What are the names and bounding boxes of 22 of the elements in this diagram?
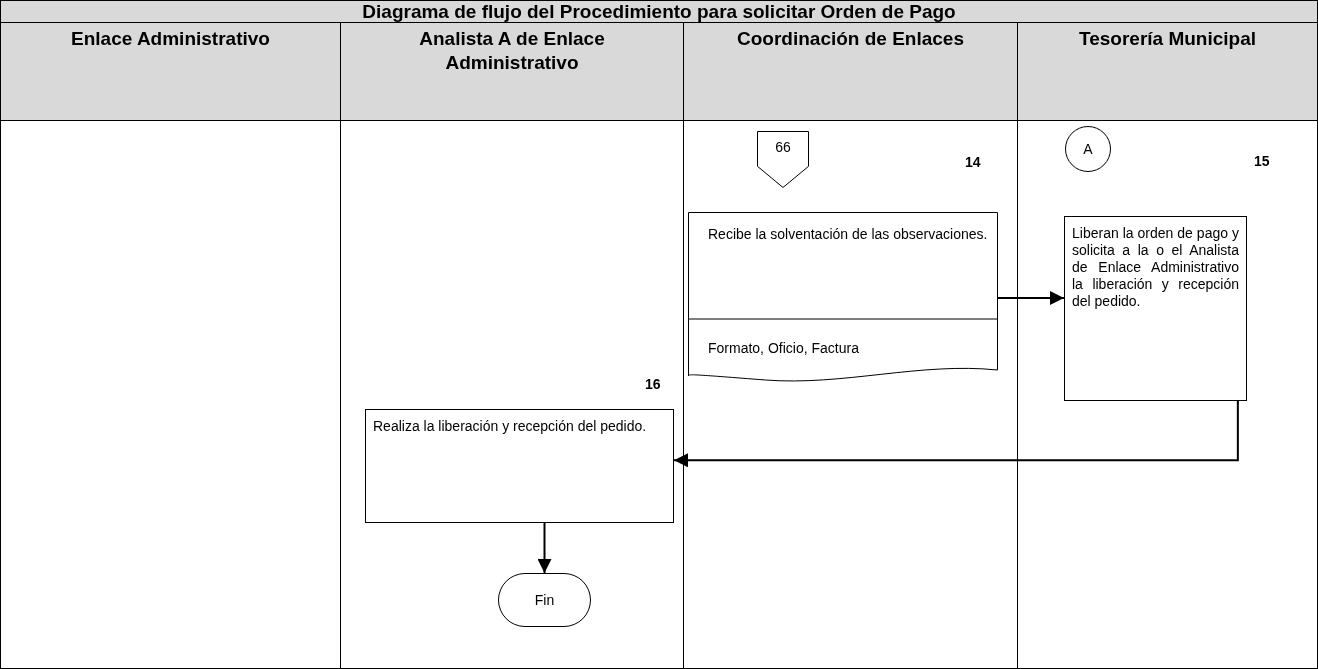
step-number: 15 — [1254, 153, 1270, 169]
lane-header: Coordinación de Enlaces — [736, 27, 965, 51]
swimlane — [1017, 22, 1318, 669]
process-box: Realiza la liberación y recepción del pedido. — [365, 409, 674, 523]
arrow — [997, 291, 1065, 305]
lane-header: Tesorería Municipal — [1078, 27, 1257, 51]
connector-circle: A — [1065, 126, 1111, 172]
step-number: 16 — [645, 376, 661, 392]
diagram-title: Diagrama de flujo del Procedimiento para solicitar Orden de Pago — [0, 0, 1318, 23]
process-box: Liberan la orden de pago y solicita a la o el Analista de Enlace Administrativo la liberación y recepción del pedido. — [1064, 216, 1247, 401]
arrow — [673, 400, 1239, 468]
swimlane — [340, 22, 684, 669]
step-number: 14 — [965, 154, 981, 170]
lane-header: Enlace Administrativo — [70, 27, 271, 51]
document-text: Recibe la solventación de las observaciones. — [708, 226, 988, 243]
terminator: Fin — [498, 573, 591, 627]
document-text: Formato, Oficio, Factura — [708, 340, 860, 357]
swimlane — [0, 22, 341, 669]
page-number: 66 — [774, 139, 792, 156]
lane-header: Analista A de Enlace Administrativo — [418, 27, 606, 75]
swimlane — [683, 22, 1018, 669]
arrow — [537, 522, 552, 574]
